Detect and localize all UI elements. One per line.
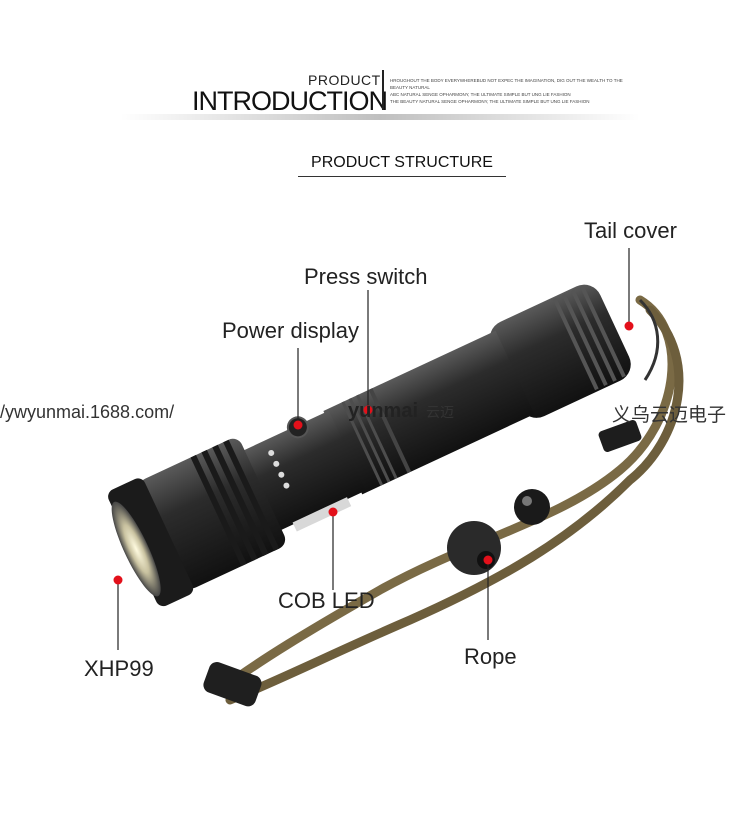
header-copy-line: ABC NATURAL SENGE OPHARMONY, THE ULTIMAT… (390, 92, 571, 97)
watermark-brand: yunmai (348, 400, 419, 422)
header-big-title: INTRODUCTION (192, 86, 388, 116)
label-power-display: Power display (222, 318, 359, 343)
label-press-switch: Press switch (304, 264, 428, 289)
header-copy-line: THE BEAUTY NATURAL SENGE OPHARMONY, THE … (390, 99, 590, 104)
header-copy-line: HROUGHOUT THE BODY EVERYWHEREBUD NOT EXP… (390, 78, 623, 90)
flashlight-body (108, 284, 631, 607)
label-cob-led: COB LED (278, 588, 375, 613)
watermark-brand-cn: 云迈 (426, 405, 454, 421)
rope-bead (514, 489, 550, 525)
header-shadow-line (120, 114, 640, 120)
header-copy: HROUGHOUT THE BODY EVERYWHEREBUD NOT EXP… (390, 77, 640, 105)
callout-lines (117, 248, 630, 650)
label-xhp99: XHP99 (84, 656, 154, 681)
rope-stopper (447, 521, 501, 575)
rope-clip (598, 419, 642, 453)
label-tail-cover: Tail cover (584, 218, 677, 243)
watermark-url: /ywyunmai.1688.com/ (0, 402, 175, 422)
rope-end-cap (203, 661, 262, 707)
section-title: PRODUCT STRUCTURE (311, 154, 493, 171)
header-divider (382, 70, 384, 110)
label-rope: Rope (464, 644, 517, 669)
watermark-company: 义乌云迈电子 (612, 404, 727, 426)
callout-dots (113, 321, 634, 585)
header-small-title: PRODUCT (308, 72, 381, 88)
section-title-underline (298, 176, 506, 177)
